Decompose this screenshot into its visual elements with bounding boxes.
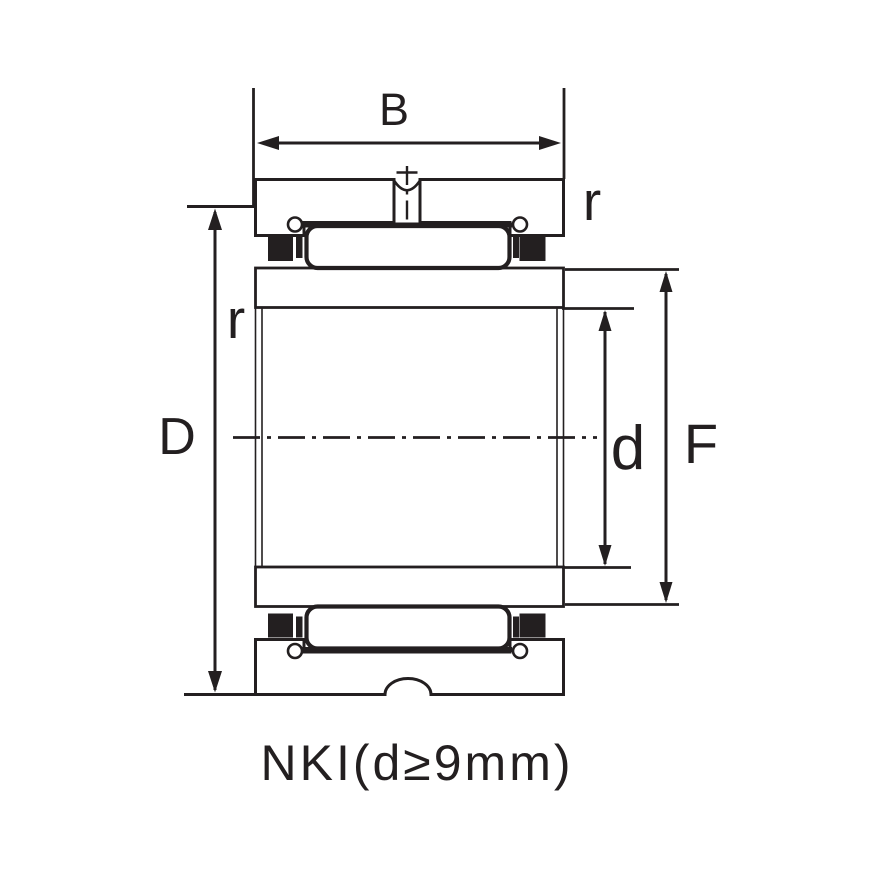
seal-block [268,613,293,638]
dimension-d: d [562,307,645,569]
seal-block [268,237,293,261]
label-bore-diameter-d: d [611,414,645,483]
roller-end-circle-bottom-left [286,642,304,660]
dimension-D: D [158,205,254,696]
outer-ring-bottom-section [254,638,565,696]
seal-lip [513,616,519,638]
seal-lip [296,237,303,258]
arrowhead-right [539,136,561,150]
needle-cage-top [304,223,512,271]
seal-block [519,613,546,638]
figure-caption: NKI(d≥9mm) [260,735,573,791]
label-outer-diameter-D: D [158,408,196,466]
label-chamfer-r-left: r [227,288,245,350]
seal-block [519,237,546,261]
roller-end-circle-bottom-right [511,642,529,660]
arrowhead-top [208,208,222,230]
arrowhead-bottom [208,671,222,693]
dimension-B: B [252,84,566,205]
seal-lip [296,616,303,638]
inner-ring-bottom-band [254,565,565,608]
arrowhead-top [659,271,673,292]
seal-bottom-left [268,613,303,638]
inner-ring-top-band [254,266,565,309]
seal-top-right [513,237,546,261]
roller-end-circle-top-right [511,216,529,233]
arrowhead-left [257,136,279,150]
roller-end-circle-top-left [286,216,304,233]
seal-bottom-right [513,613,546,638]
arrowhead-bottom [659,582,673,603]
seal-lip [513,237,519,258]
dimension-F: F [565,268,718,606]
oil-hole-cup-arc [392,179,422,192]
label-raceway-diameter-F: F [684,412,718,475]
needle-cage-bottom [304,604,512,651]
arrowhead-bottom [598,545,612,566]
arrowhead-top [598,310,612,331]
label-chamfer-r-right: r [583,170,601,232]
seal-top-left [268,237,303,261]
label-width-B: B [379,84,409,135]
